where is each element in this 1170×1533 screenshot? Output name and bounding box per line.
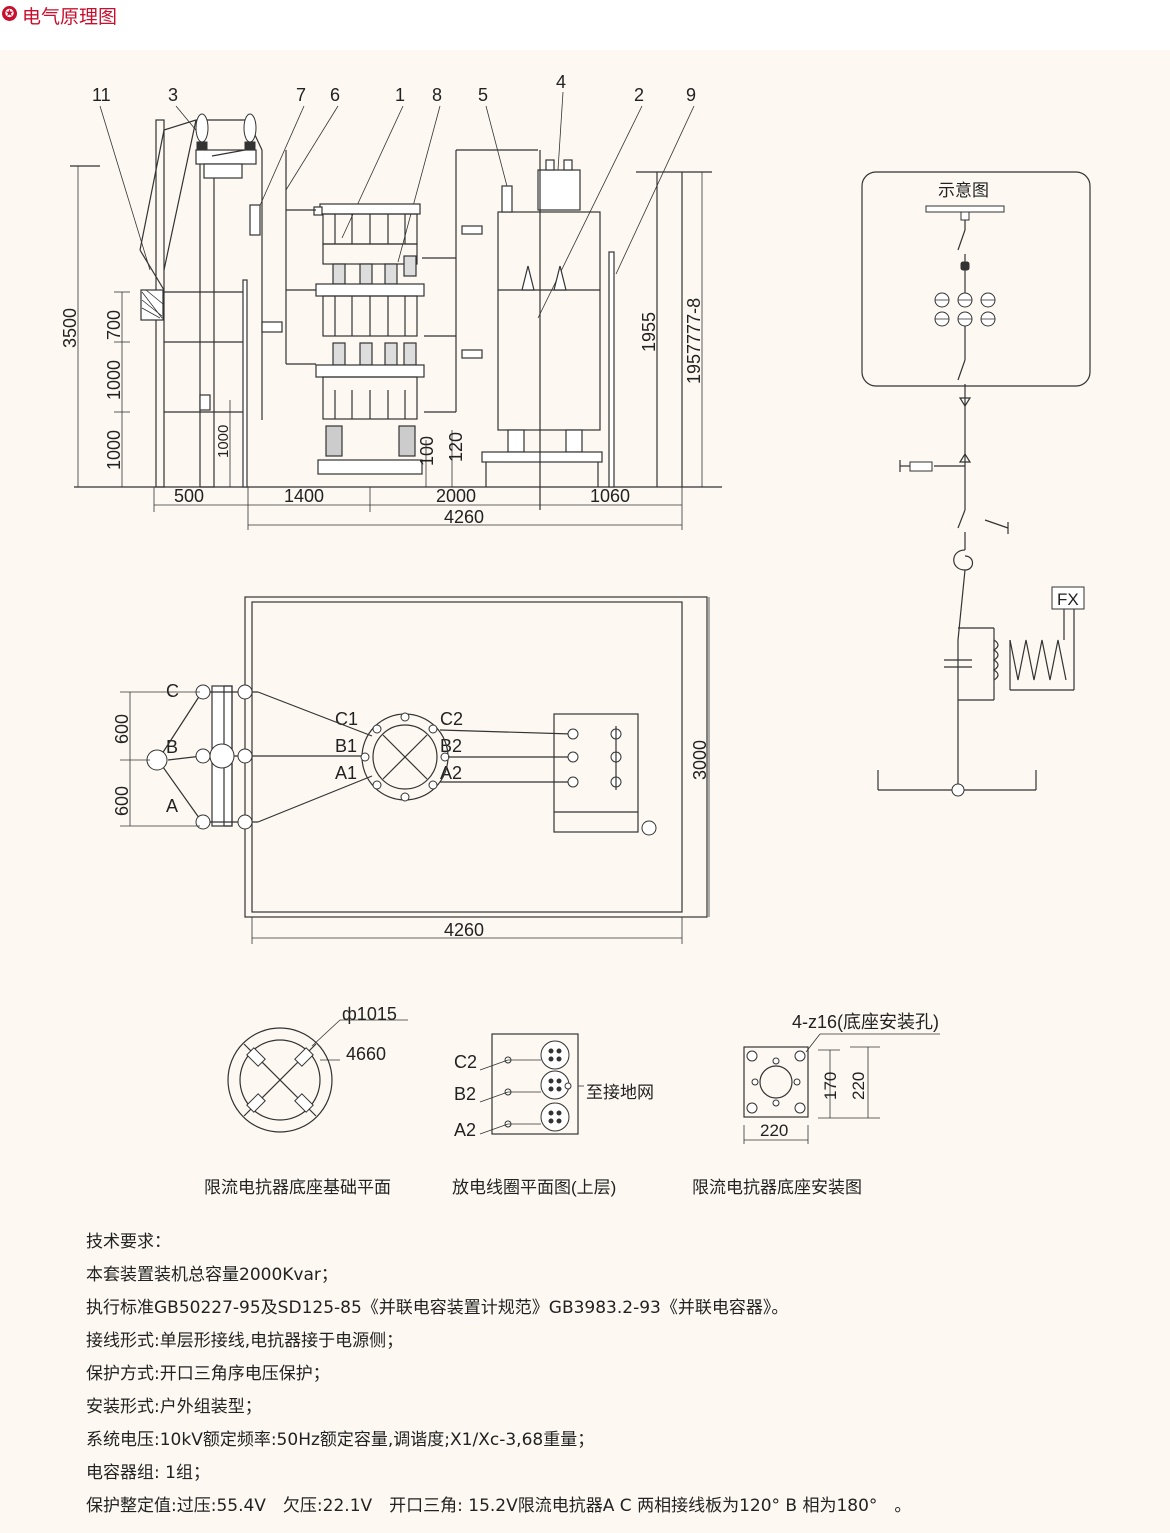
base-4660: 4660 <box>346 1044 386 1064</box>
caption-coil-plan: 放电线圈平面图(上层) <box>452 1178 616 1197</box>
dim-1000-b: 1000 <box>104 430 124 470</box>
term-b1: B1 <box>335 736 357 756</box>
req-heading: 技术要求： <box>86 1232 171 1252</box>
dim-1955: 1955 <box>639 312 659 352</box>
dim-4260-top: 4260 <box>444 507 484 527</box>
dim-1000-a: 1000 <box>104 360 124 400</box>
phase-label-b: B <box>166 737 178 757</box>
reactor-stack <box>285 149 498 475</box>
detail-drawings: ф1015 4660 <box>204 1004 940 1197</box>
req-line: 系统电压:10kV额定频率:50Hz额定容量,调谐度;X1/Xc-3,68重量； <box>86 1430 595 1450</box>
dim-220-h: 220 <box>760 1121 788 1140</box>
header: ✪ 电气原理图 <box>0 0 1170 30</box>
dim-100: 100 <box>417 436 437 466</box>
elevation-view: 11 3 7 6 1 8 5 4 2 9 <box>60 72 722 530</box>
term-a1: A1 <box>335 763 357 783</box>
schematic-title: 示意图 <box>938 181 989 200</box>
base-diameter: ф1015 <box>342 1004 397 1024</box>
term-c2: C2 <box>440 709 463 729</box>
technical-requirements: 技术要求： 本套装置装机总容量2000Kvar； 执行标准GB50227-95及… <box>86 1226 1146 1523</box>
dim-1000-c: 1000 <box>215 425 232 458</box>
dim-3500: 3500 <box>60 308 80 348</box>
dim-1400: 1400 <box>284 486 324 506</box>
caption-base-foundation: 限流电抗器底座基础平面 <box>204 1178 391 1197</box>
bushings <box>195 113 257 157</box>
part-label-6: 6 <box>330 85 340 105</box>
req-line: 保护整定值:过压:55.4V 欠压:22.1V 开口三角: 15.2V限流电抗器… <box>86 1496 912 1516</box>
coil-term-a2: A2 <box>454 1120 476 1140</box>
dim-220-v: 220 <box>849 1072 868 1100</box>
req-line: 电容器组: 1组； <box>86 1463 210 1483</box>
part-label-11: 11 <box>92 85 111 105</box>
req-line: 保护方式:开口三角序电压保护； <box>86 1364 330 1384</box>
base-foundation-plan: ф1015 4660 <box>227 1004 408 1133</box>
term-a2: A2 <box>440 763 462 783</box>
ground-label: 至接地网 <box>586 1083 654 1102</box>
drawing-panel <box>0 50 1170 1533</box>
phase-label-c: C <box>166 681 179 701</box>
dim-120: 120 <box>446 432 466 462</box>
dim-600-b: 600 <box>112 786 132 816</box>
req-line: 执行标准GB50227-95及SD125-85《并联电容装置计规范》GB3983… <box>86 1298 789 1318</box>
part-label-8: 8 <box>432 85 442 105</box>
dim-4260-plan: 4260 <box>444 920 484 940</box>
phase-label-a: A <box>166 796 178 816</box>
fx-label: FX <box>1057 590 1079 609</box>
dim-1957777-8: 1957777-8 <box>684 298 704 384</box>
req-line: 安装形式:户外组装型； <box>86 1397 262 1417</box>
page-title: 电气原理图 <box>22 6 118 28</box>
part-label-3: 3 <box>168 85 178 105</box>
part-label-9: 9 <box>686 85 696 105</box>
coil-term-c2: C2 <box>454 1052 477 1072</box>
plan-view: C B A C1 B1 A1 C2 B2 A2 <box>112 596 710 944</box>
part-label-2: 2 <box>634 85 644 105</box>
dim-600-a: 600 <box>112 714 132 744</box>
single-line-schematic: 示意图 <box>861 171 1091 797</box>
dim-500: 500 <box>174 486 204 506</box>
part-label-5: 5 <box>478 85 488 105</box>
insulator-support <box>139 119 283 488</box>
part-label-1: 1 <box>395 85 405 105</box>
req-line: 接线形式:单层形接线,电抗器接于电源侧； <box>86 1331 404 1351</box>
caption-base-install: 限流电抗器底座安装图 <box>692 1178 862 1197</box>
discharge-coil-plan: C2 B2 A2 至接地网 <box>454 1033 654 1140</box>
capacitor-tank <box>461 149 615 510</box>
dim-170: 170 <box>821 1072 840 1100</box>
base-installation: 4-z16(底座安装孔) 170 220 220 <box>743 1012 940 1144</box>
coil-term-b2: B2 <box>454 1084 476 1104</box>
dim-700: 700 <box>104 310 124 340</box>
part-label-7: 7 <box>296 85 306 105</box>
part-label-4: 4 <box>556 72 566 92</box>
dim-2000: 2000 <box>436 486 476 506</box>
star-icon: ✪ <box>2 6 17 21</box>
req-line: 本套装置装机总容量2000Kvar； <box>86 1265 338 1285</box>
mount-holes: 4-z16(底座安装孔) <box>792 1012 939 1032</box>
dim-1060: 1060 <box>590 486 630 506</box>
dim-3000: 3000 <box>690 740 710 780</box>
